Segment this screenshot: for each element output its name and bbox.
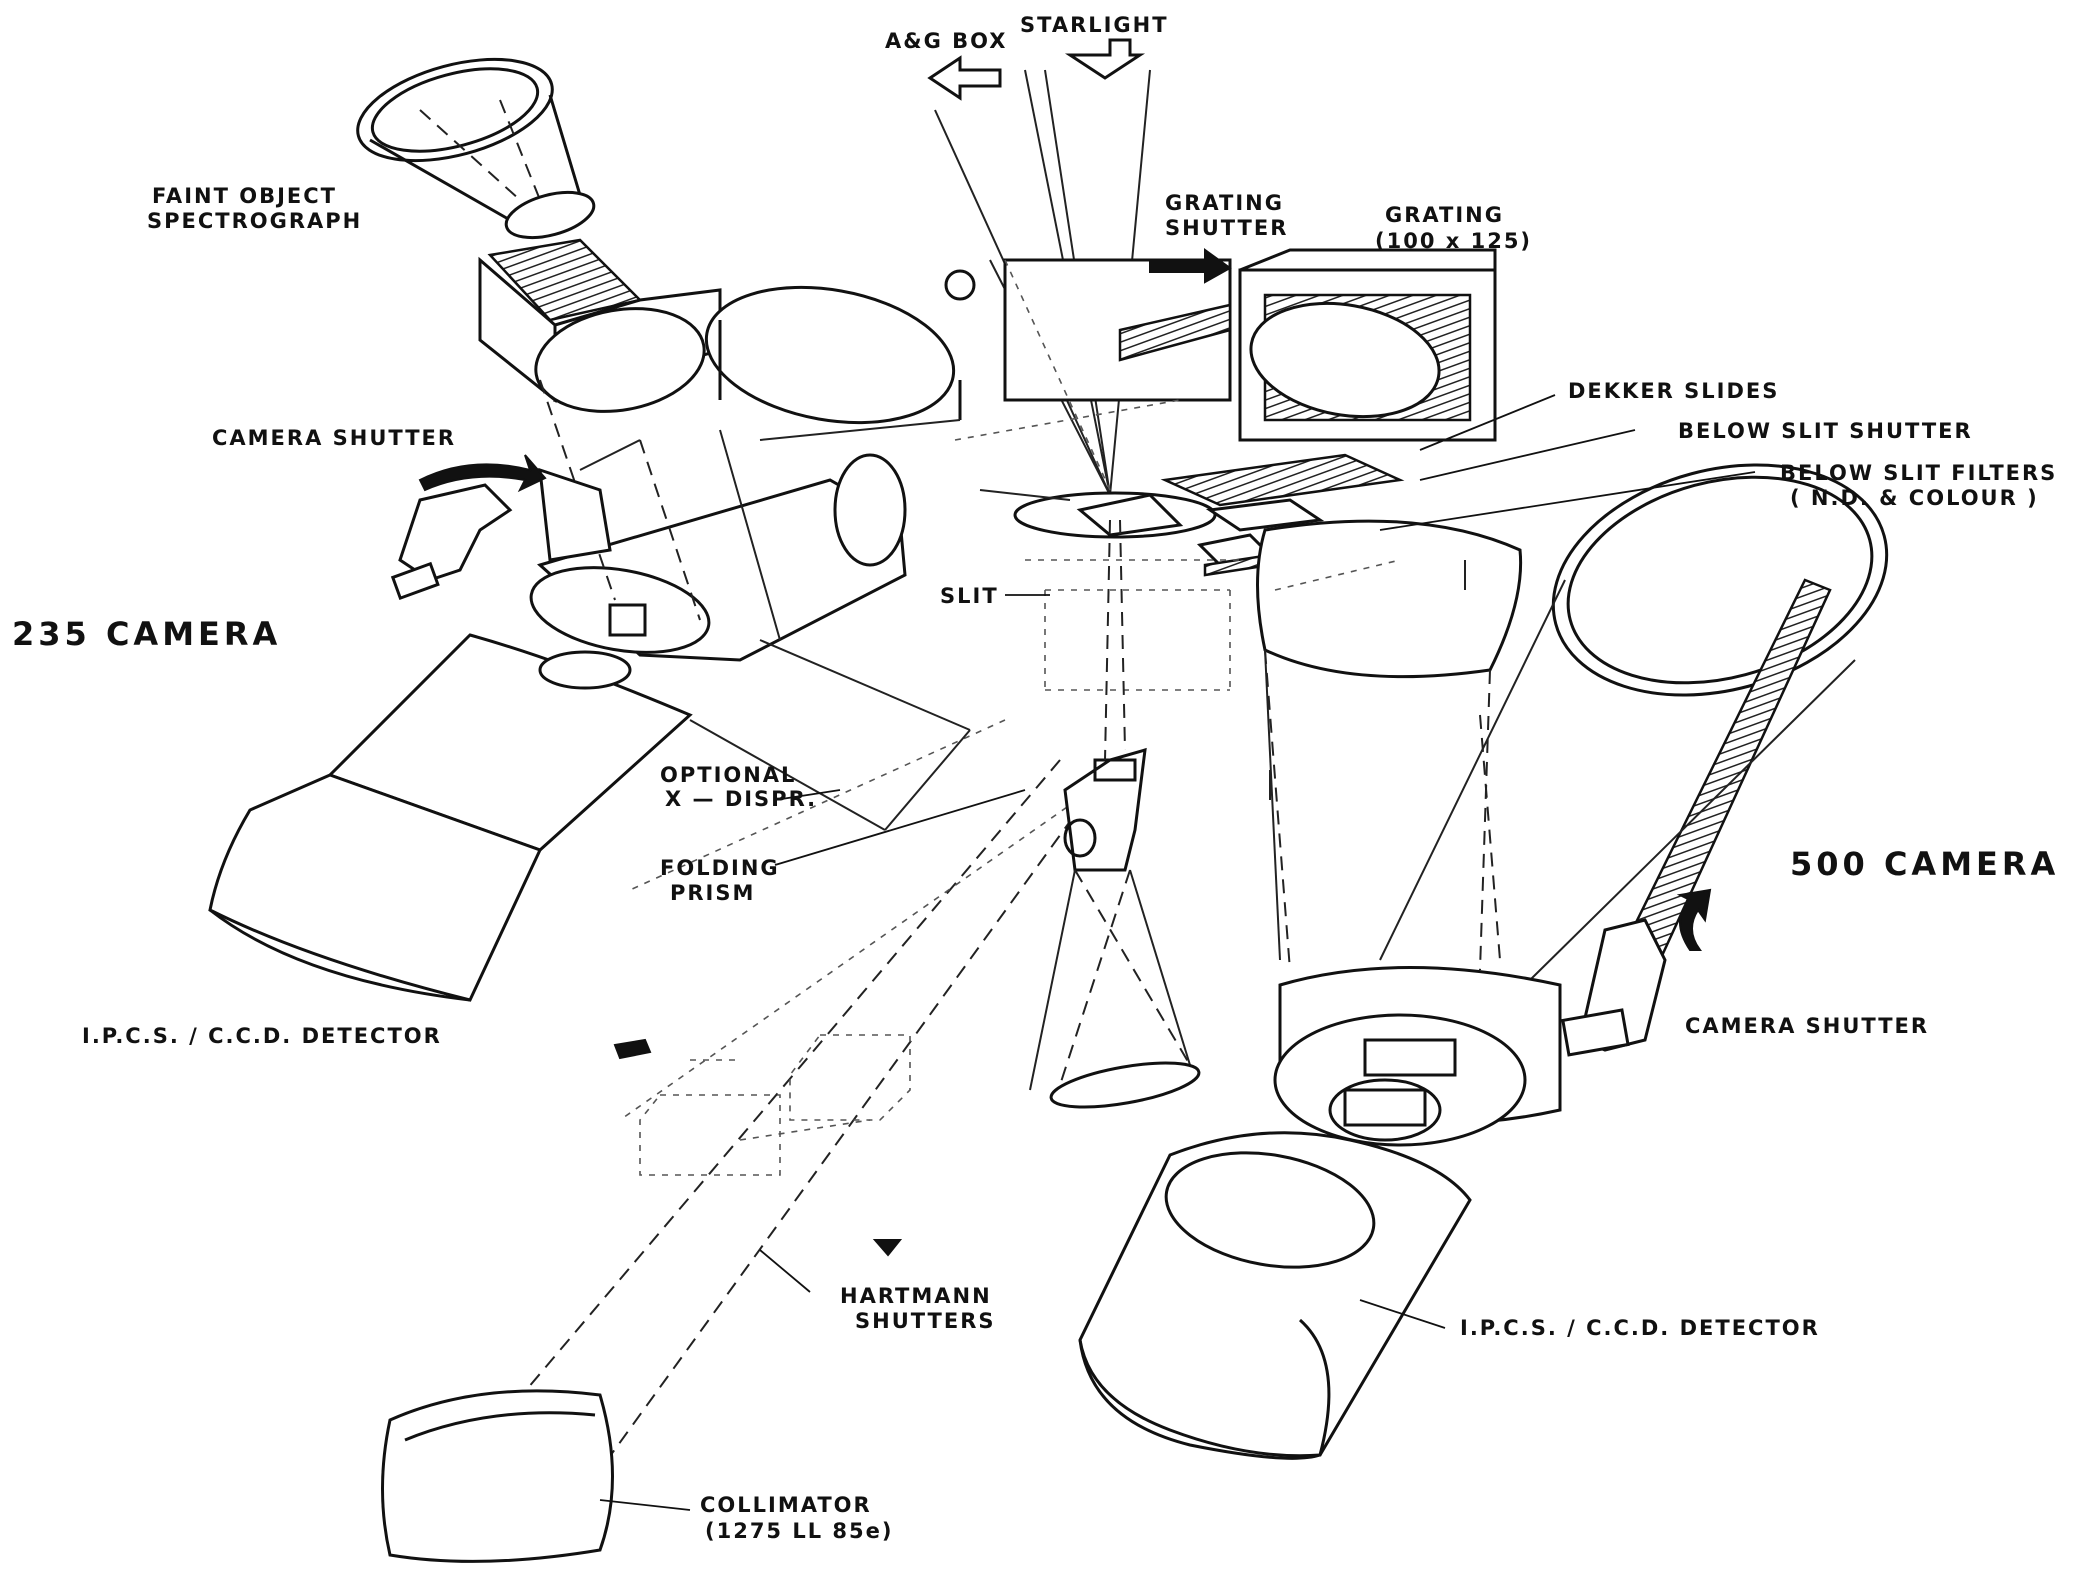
slit-assembly <box>1013 491 1217 539</box>
label-faint-object: FAINT OBJECT <box>152 184 337 208</box>
folding-prism <box>1063 519 1147 872</box>
ipcs-ccd-detector-right <box>1078 1131 1472 1460</box>
grating-shutter <box>944 258 1232 491</box>
label-starlight: STARLIGHT <box>1020 13 1169 37</box>
label-ipcs-right: I.P.C.S. / C.C.D. DETECTOR <box>1460 1316 1820 1340</box>
ipcs-ccd-detector-left <box>208 633 693 1002</box>
starlight-arrow-icon <box>1064 38 1146 80</box>
camera-500-collimator-ring <box>1256 519 1523 971</box>
label-ag-box: A&G BOX <box>885 29 1007 53</box>
label-below-slit-shutter: BELOW SLIT SHUTTER <box>1678 419 1973 443</box>
label-optional: OPTIONAL <box>660 763 796 787</box>
below-slit-shutter <box>1205 498 1325 532</box>
label-235-camera: 235 CAMERA <box>12 615 281 653</box>
label-camera-shutter-left: CAMERA SHUTTER <box>212 426 456 450</box>
label-dekker-slides: DEKKER SLIDES <box>1568 379 1779 403</box>
hartmann-shutter-icons <box>613 1038 903 1257</box>
ag-box-arrow-icon <box>927 55 1002 101</box>
label-grating: GRATING <box>1385 203 1504 227</box>
label-shutters: SHUTTERS <box>855 1309 996 1333</box>
leader-lines <box>599 394 1756 1511</box>
camera-shutter-right <box>1561 888 1712 1057</box>
label-hartmann: HARTMANN <box>840 1284 992 1308</box>
collimator-beam <box>449 559 1245 1481</box>
grating-shutter-arrow-icon <box>1149 248 1232 284</box>
camera-shutter-left <box>390 454 612 601</box>
grating <box>1238 248 1497 442</box>
label-collimator: COLLIMATOR <box>700 1493 872 1517</box>
label-folding: FOLDING <box>660 856 780 880</box>
label-collimator-sub: (1275 LL 85e) <box>705 1519 894 1543</box>
label-spectrograph: SPECTROGRAPH <box>147 209 362 233</box>
label-grating-size: (100 x 125) <box>1375 229 1532 253</box>
optional-cross-disperser <box>639 1034 911 1176</box>
label-below-slit-filters: BELOW SLIT FILTERS <box>1780 461 2057 485</box>
label-below-slit-filters-sub: ( N.D. & COLOUR ) <box>1790 486 2039 510</box>
camera-500-body <box>1273 966 1562 1147</box>
fold-mirror <box>1029 869 1201 1109</box>
dekker-slides <box>1160 453 1405 507</box>
label-camera-shutter-right: CAMERA SHUTTER <box>1685 1014 1929 1038</box>
label-prism: PRISM <box>670 881 755 905</box>
hidden-outlines <box>759 399 1466 800</box>
camera-235-body <box>529 379 907 662</box>
camera-500-mirror <box>1379 463 1889 981</box>
label-slit: SLIT <box>940 584 999 608</box>
collimator <box>381 1389 614 1563</box>
label-grating-shutter-line1: GRATING <box>1165 191 1284 215</box>
faint-object-spectrograph <box>356 57 722 413</box>
label-500-camera: 500 CAMERA <box>1790 845 2059 883</box>
label-x-dispr: X — DISPR. <box>665 787 817 811</box>
labels: A&G BOX STARLIGHT FAINT OBJECT SPECTROGR… <box>12 13 2059 1543</box>
label-ipcs-left: I.P.C.S. / C.C.D. DETECTOR <box>82 1024 442 1048</box>
label-grating-shutter-line2: SHUTTER <box>1165 216 1288 240</box>
camera-235-lens <box>704 285 962 425</box>
